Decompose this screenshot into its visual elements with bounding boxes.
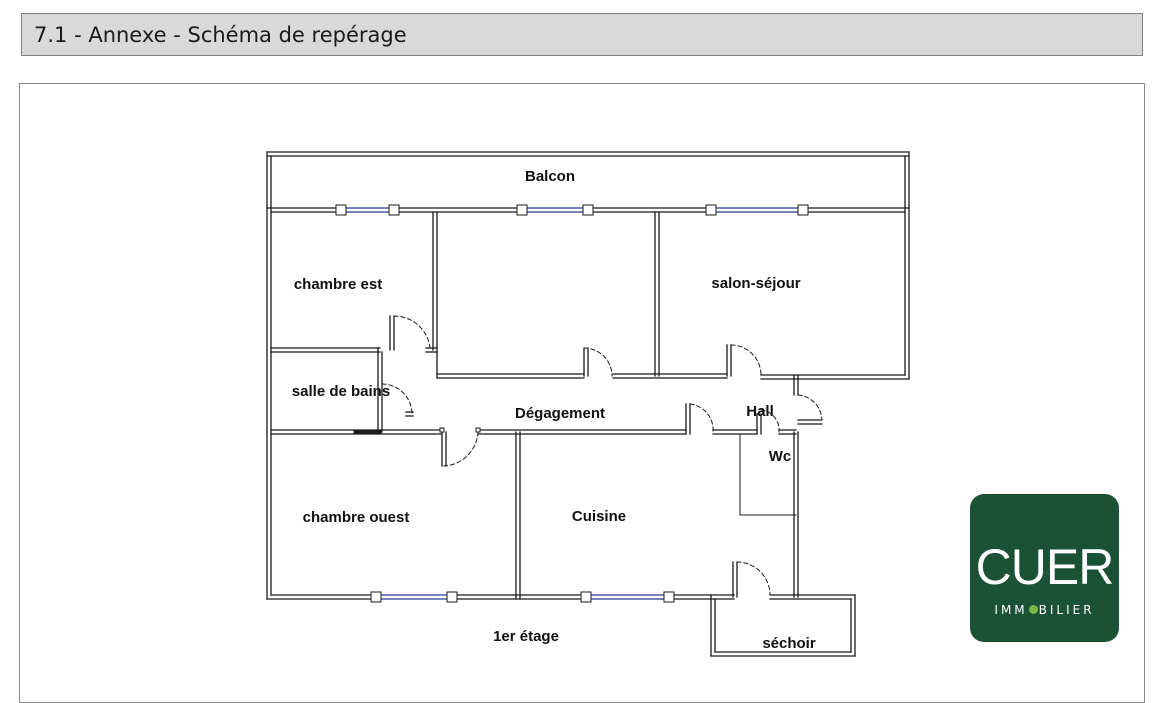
- room-chambre-ouest: chambre ouest: [303, 509, 410, 526]
- room-salle-de-bains: salle de bains: [292, 383, 390, 400]
- section-title-text: 7.1 - Annexe - Schéma de repérage: [34, 22, 407, 47]
- room-sechoir: séchoir: [762, 635, 816, 652]
- room-chambre-est: chambre est: [294, 276, 382, 293]
- floor-label: 1er étage: [493, 628, 559, 645]
- logo-dot-icon: [1028, 605, 1038, 614]
- room-balcon: Balcon: [525, 168, 575, 185]
- room-wc: Wc: [769, 448, 792, 465]
- floor-plan: Balcon chambre est salon-séjour salle de…: [266, 151, 910, 657]
- room-cuisine: Cuisine: [572, 508, 626, 525]
- room-salon-sejour: salon-séjour: [711, 275, 800, 292]
- logo-wordmark: CUER: [975, 539, 1115, 595]
- section-title: 7.1 - Annexe - Schéma de repérage: [21, 13, 1143, 56]
- door-swings: [381, 315, 823, 596]
- room-degagement: Dégagement: [515, 405, 605, 422]
- windows: [335, 204, 809, 603]
- interior-walls: [270, 211, 910, 657]
- room-hall: Hall: [746, 403, 774, 420]
